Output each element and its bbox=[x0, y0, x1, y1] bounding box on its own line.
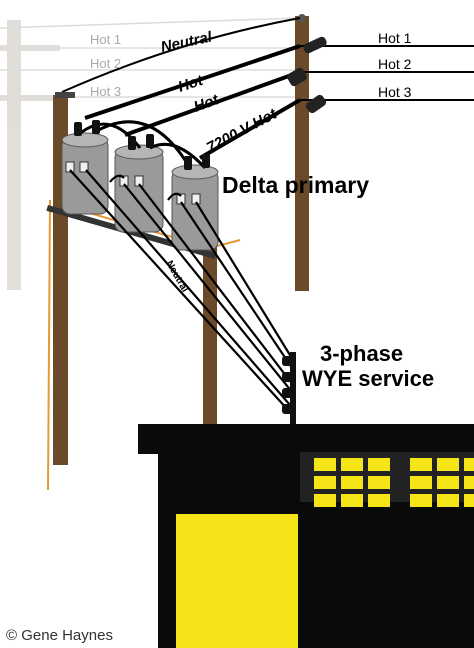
hot-7200-label: 7200 V Hot bbox=[204, 105, 281, 156]
faded-crossarm-lower bbox=[0, 95, 60, 101]
ground-wire-down bbox=[47, 199, 51, 491]
right-label-hot1: Hot 1 bbox=[378, 30, 412, 46]
labels: Hot 1 Hot 2 Hot 3 Neutral Hot 1 Hot 2 Ho… bbox=[6, 28, 434, 644]
faded-crossarm bbox=[0, 45, 60, 51]
service-mast bbox=[282, 352, 296, 430]
right-label-hot2: Hot 2 bbox=[378, 56, 412, 72]
primary-bushings bbox=[74, 120, 210, 170]
ghost-label-hot3: Hot 3 bbox=[90, 84, 121, 99]
service-wire-neutral-1 bbox=[69, 169, 289, 411]
service-wire-a bbox=[123, 183, 293, 393]
service-loop-1 bbox=[109, 174, 125, 183]
service-insulator-4 bbox=[282, 404, 296, 414]
service-insulator-3 bbox=[282, 388, 296, 398]
hot-conductors bbox=[84, 44, 302, 160]
service-wire-neutral-2 bbox=[85, 169, 291, 406]
hot-conductor-2 bbox=[124, 70, 301, 137]
insulator-3 bbox=[305, 94, 327, 114]
neutral-top-label: Neutral bbox=[159, 28, 214, 56]
service-wire-d bbox=[195, 201, 294, 361]
ghost-label-hot1: Hot 1 bbox=[90, 32, 121, 47]
building-roof bbox=[138, 424, 474, 434]
transformer-3 bbox=[171, 164, 219, 251]
hot-label-a: Hot bbox=[176, 72, 206, 96]
transformers bbox=[61, 132, 219, 251]
service-drop bbox=[69, 169, 294, 411]
hot-label-b: Hot bbox=[192, 91, 222, 116]
ghost-label-hot2: Hot 2 bbox=[90, 56, 121, 71]
wye-service-label: WYE service bbox=[302, 366, 434, 391]
right-insulators bbox=[287, 36, 327, 114]
service-wire-c bbox=[180, 201, 293, 369]
insulator-1 bbox=[303, 36, 327, 54]
neutral-span bbox=[61, 17, 301, 93]
hot-conductor-3 bbox=[198, 98, 302, 160]
service-wire-b bbox=[138, 183, 294, 386]
window-panes bbox=[314, 458, 474, 507]
left-pole-bracket bbox=[55, 92, 75, 98]
jumper-2-3 bbox=[149, 142, 207, 170]
insulator-2 bbox=[287, 67, 307, 87]
delta-primary-label: Delta primary bbox=[222, 172, 369, 198]
service-insulator-2 bbox=[282, 372, 296, 382]
right-pole-cap bbox=[298, 14, 306, 22]
right-pole bbox=[295, 14, 309, 291]
right-label-hot3: Hot 3 bbox=[378, 84, 412, 100]
transformer-1 bbox=[61, 132, 109, 215]
jumper-1-3 bbox=[94, 120, 192, 169]
faded-pole bbox=[7, 20, 21, 290]
faded-line-neutral bbox=[0, 17, 301, 29]
building-door bbox=[176, 514, 298, 648]
overhead-lines bbox=[300, 45, 474, 101]
copyright-label: © Gene Haynes bbox=[6, 627, 113, 644]
faded-background bbox=[0, 17, 301, 290]
three-phase-label: 3-phase bbox=[320, 341, 403, 366]
service-insulator-1 bbox=[282, 356, 296, 366]
transformer-2 bbox=[114, 144, 164, 233]
service-loop-2 bbox=[167, 192, 182, 201]
building-parapet bbox=[138, 424, 158, 454]
building bbox=[138, 424, 474, 648]
hot-conductor-1 bbox=[84, 44, 301, 120]
right-pole-shaft bbox=[295, 16, 309, 291]
